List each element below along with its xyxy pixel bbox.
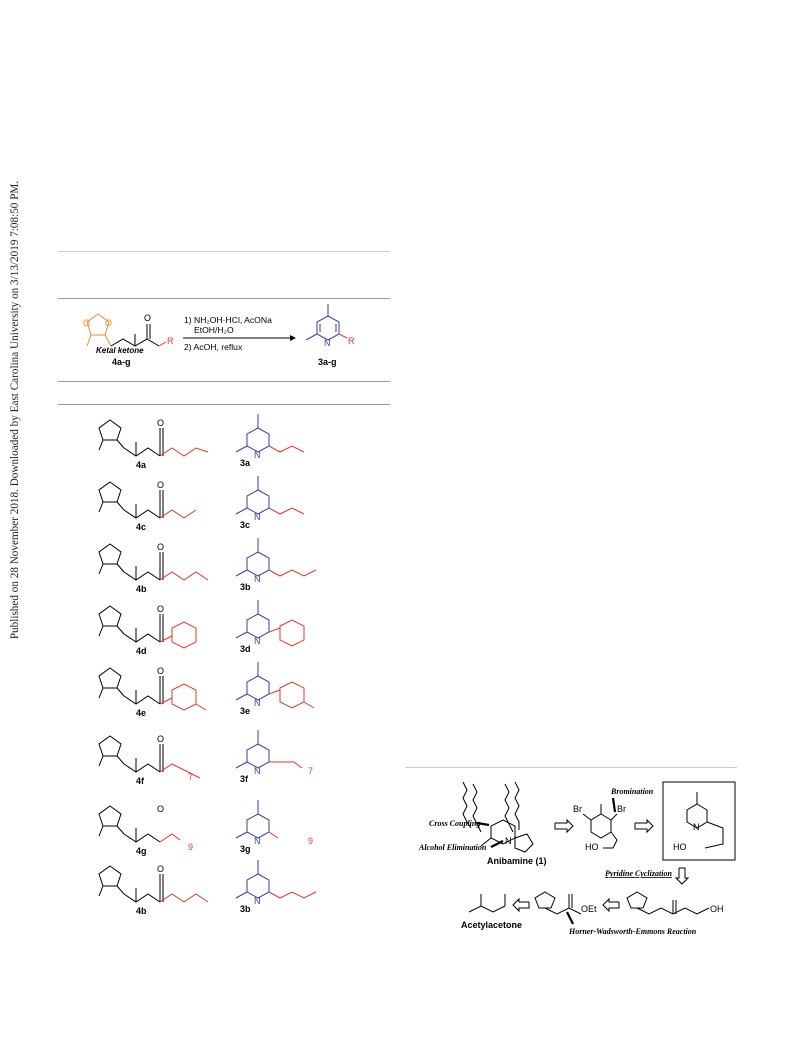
product-pyridine bbox=[305, 304, 340, 341]
ketone-o: O bbox=[144, 313, 151, 323]
acetylacetone-structure bbox=[468, 894, 506, 913]
pyridine-nitrogen: N bbox=[254, 698, 261, 708]
start-label: 4a-g bbox=[112, 357, 131, 367]
pyridine-label: 3b bbox=[240, 904, 251, 914]
unsaturated-ester bbox=[534, 891, 582, 915]
pyridine-label: 3d bbox=[240, 644, 251, 654]
table-row: O N 7 7 4f 3f bbox=[98, 730, 313, 786]
pyridine-label: 3b bbox=[240, 582, 251, 592]
ester-oet: OEt bbox=[581, 904, 597, 914]
boxed-n: N bbox=[693, 822, 700, 832]
ketone-label: 4c bbox=[136, 522, 146, 532]
ketone-label: 4f bbox=[136, 776, 145, 786]
pyridine-cyclization-label: Pyridine Cyclization bbox=[605, 869, 672, 878]
retrosynthesis: N Cross Coupling Alcohol Elimination Ani… bbox=[418, 781, 736, 936]
ketone-oxygen: O bbox=[157, 804, 164, 814]
pyridine-subscript: 9 bbox=[308, 836, 313, 846]
ho-left: HO bbox=[585, 842, 599, 852]
ketone-label: 4a bbox=[136, 460, 147, 470]
start-caption: Ketal ketone bbox=[96, 346, 144, 355]
ketone-oxygen: O bbox=[157, 604, 164, 614]
retro-arrow-1 bbox=[554, 818, 574, 834]
ketone-label: 4e bbox=[136, 708, 146, 718]
pyridine-nitrogen: N bbox=[254, 896, 261, 906]
table-row: O N 4c 3c bbox=[98, 476, 305, 532]
acetylacetone-label: Acetylacetone bbox=[461, 920, 522, 930]
pyridine-label: 3c bbox=[240, 520, 250, 530]
ketone-oxygen: O bbox=[157, 418, 164, 428]
download-note: Published on 28 November 2018. Downloade… bbox=[4, 181, 26, 639]
pyridine-label: 3e bbox=[240, 706, 250, 716]
retro-arrow-4 bbox=[602, 897, 620, 913]
alcohol-elimination-label: Alcohol Elimination bbox=[418, 843, 487, 852]
pyridine-label: 3g bbox=[240, 844, 251, 854]
product-n: N bbox=[324, 338, 331, 348]
condition-2: EtOH/H₂O bbox=[194, 325, 234, 335]
rule-right-panel bbox=[405, 767, 737, 768]
retro-arrow-5 bbox=[512, 897, 530, 913]
pyridine-label: 3f bbox=[240, 774, 249, 784]
table-row: O N 4b 3b bbox=[98, 860, 317, 916]
ketone-subscript: 9 bbox=[188, 842, 193, 852]
pyridine-nitrogen: N bbox=[254, 836, 261, 846]
scheme-r-start: R bbox=[167, 336, 174, 346]
rule-top bbox=[58, 251, 390, 252]
pyridine-nitrogen: N bbox=[254, 512, 261, 522]
ketal-o1: O bbox=[83, 318, 90, 328]
ketone-oxygen: O bbox=[157, 864, 164, 874]
download-note-text: Published on 28 November 2018. Downloade… bbox=[9, 180, 21, 640]
pyridine-subscript: 7 bbox=[308, 766, 313, 776]
boxed-ho: HO bbox=[673, 842, 687, 852]
retro-arrow-3 bbox=[674, 867, 690, 885]
table-row: O N 9 9 4g 3g bbox=[98, 800, 313, 856]
anibamine-structure bbox=[462, 781, 534, 853]
ketone-oxygen: O bbox=[157, 734, 164, 744]
ketone-label: 4b bbox=[136, 584, 147, 594]
pyridine-nitrogen: N bbox=[254, 766, 261, 776]
table-row: O N 4a 3a bbox=[98, 414, 305, 470]
dibromo-pyridine bbox=[582, 804, 618, 849]
pyridine-nitrogen: N bbox=[254, 450, 261, 460]
boxed-target bbox=[662, 781, 736, 861]
product-label: 3a-g bbox=[318, 357, 337, 367]
ketone-oxygen: O bbox=[157, 666, 164, 676]
ketone-oxygen: O bbox=[157, 480, 164, 490]
ketal-ring bbox=[86, 313, 112, 347]
pyridine-label: 3a bbox=[240, 458, 251, 468]
rule-table-top bbox=[58, 404, 390, 405]
retro-arrow-2 bbox=[634, 818, 654, 834]
hydroxy-oh: OH bbox=[710, 904, 724, 914]
scheme-r-product: R bbox=[348, 336, 355, 346]
cross-coupling-label: Cross Coupling bbox=[429, 819, 480, 828]
table-row: O N 4e 3e bbox=[98, 662, 315, 718]
ketone-label: 4d bbox=[136, 646, 147, 656]
ketone-label: 4g bbox=[136, 846, 147, 856]
rule-scheme-bottom bbox=[58, 381, 390, 382]
ketal-o2: O bbox=[105, 318, 112, 328]
table-row: O N 4d 3d bbox=[98, 600, 305, 656]
anibamine-label: Anibamine (1) bbox=[487, 856, 547, 866]
pyridine-nitrogen: N bbox=[254, 574, 261, 584]
anibamine-n: N bbox=[505, 836, 512, 846]
br-right: Br bbox=[617, 804, 626, 814]
reaction-scheme: O O O R Ketal ketone 4a-g 1) NH₂OH·HCl, … bbox=[83, 304, 355, 367]
ketone-subscript: 7 bbox=[188, 772, 193, 782]
hydroxy-ketone bbox=[626, 891, 710, 915]
condition-3: 2) AcOH, reflux bbox=[184, 342, 243, 352]
br-left: Br bbox=[573, 804, 582, 814]
ketone-oxygen: O bbox=[157, 542, 164, 552]
rule-scheme-top bbox=[58, 298, 390, 299]
condition-1: 1) NH₂OH·HCl, AcONa bbox=[184, 315, 272, 325]
hwe-label: Horner-Wadsworth-Emmons Reaction bbox=[568, 927, 697, 936]
table-row: O N 4b 3b bbox=[98, 538, 317, 594]
bromination-label: Bromination bbox=[610, 787, 654, 796]
pyridine-nitrogen: N bbox=[254, 636, 261, 646]
ketone-label: 4b bbox=[136, 906, 147, 916]
